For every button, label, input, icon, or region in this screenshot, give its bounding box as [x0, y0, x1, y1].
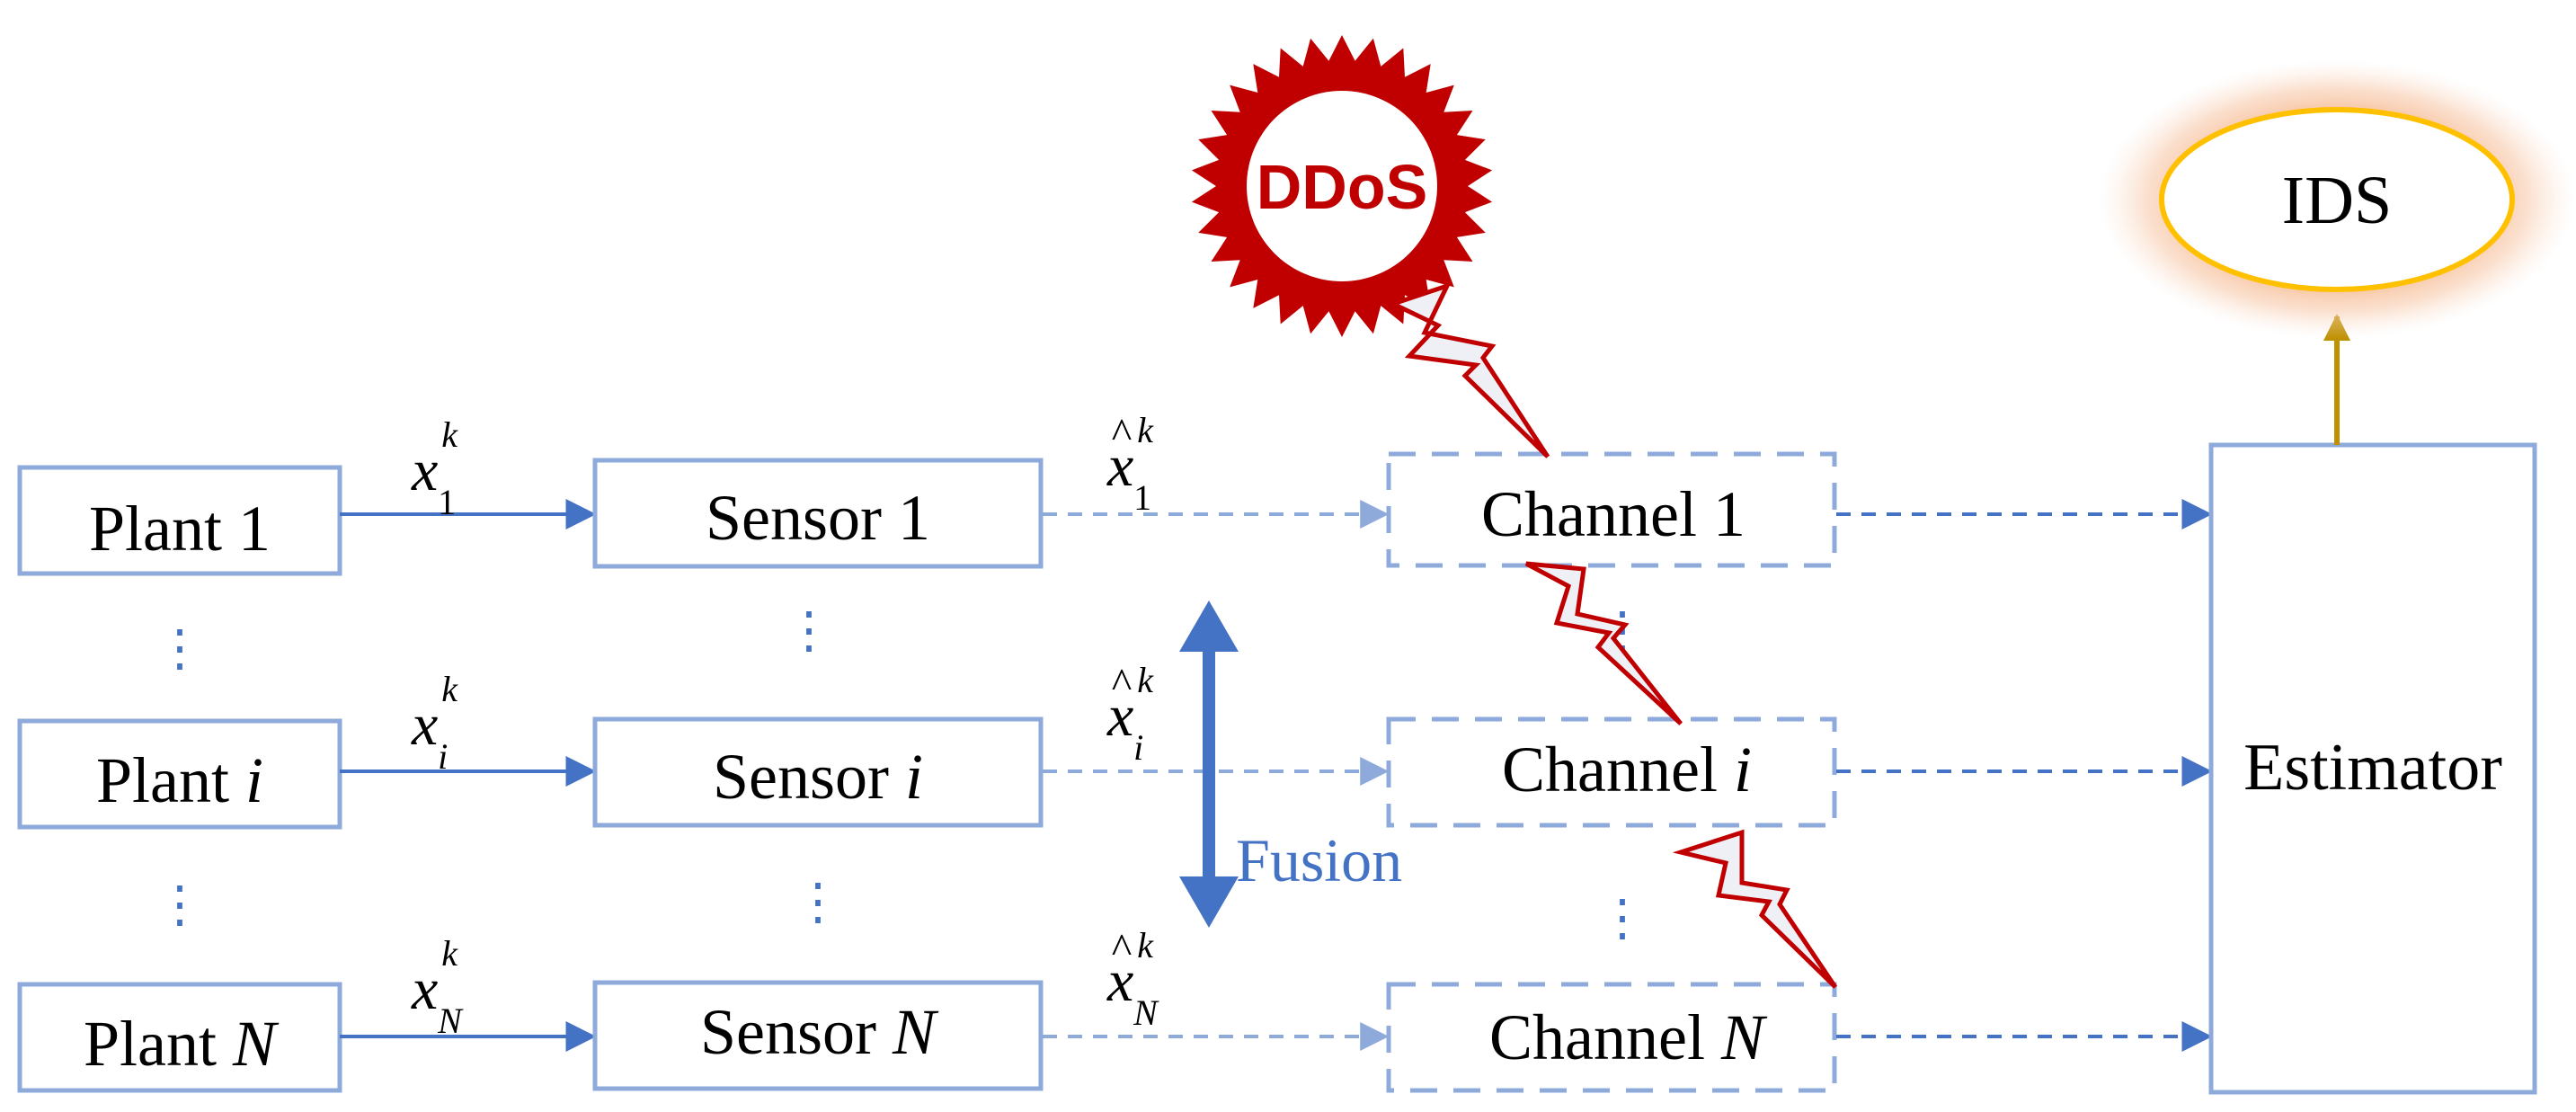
- plant-i-index: i: [245, 744, 263, 816]
- sensor-1-label: Sensor: [706, 482, 898, 554]
- plant-ellipsis-lower: ⋮: [155, 877, 205, 933]
- fusion-label: Fusion: [1236, 826, 1402, 894]
- svg-text:Plant N: Plant N: [84, 1008, 280, 1080]
- estimate-hat-i: ^: [1112, 660, 1133, 707]
- ids-node: IDS: [2099, 60, 2575, 339]
- plant-1-label: Plant: [89, 493, 238, 565]
- sensor-n-box: Sensor N: [592, 980, 1044, 1091]
- plant-ellipsis-upper: ⋮: [155, 621, 205, 677]
- sensor-i-index: i: [905, 741, 923, 813]
- plant-1-box: Plant 1: [17, 465, 342, 576]
- ddos-label: DDoS: [1257, 152, 1428, 222]
- sensor-i-box: Sensor i: [592, 716, 1044, 828]
- channel-i-label: Channel: [1502, 734, 1734, 805]
- lightning-bolt-channel-i-to-channel-n: [1672, 829, 1838, 989]
- sensor-1-index: 1: [898, 482, 930, 554]
- estimate-hat-n: ^: [1112, 925, 1133, 973]
- lightning-bolt-channel-1-to-channel-i: [1524, 561, 1683, 725]
- plant-n-label: Plant: [84, 1008, 233, 1080]
- plant-n-box: Plant N: [17, 982, 342, 1093]
- sensor-ellipsis-lower: ⋮: [793, 875, 843, 930]
- sensor-1-box: Sensor 1: [592, 458, 1044, 569]
- channel-1-label: Channel: [1481, 478, 1713, 550]
- estimate-hat-1: ^: [1112, 410, 1133, 458]
- channel-1-index: 1: [1713, 478, 1745, 550]
- channel-n-label: Channel: [1489, 1001, 1721, 1073]
- svg-text:Sensor N: Sensor N: [700, 996, 939, 1068]
- svg-text:Sensor 1: Sensor 1: [706, 482, 930, 554]
- sensor-ellipsis-upper: ⋮: [784, 603, 834, 659]
- plant-n-index: N: [232, 1008, 280, 1080]
- channel-1-box: Channel 1: [1386, 451, 1837, 568]
- ids-label: IDS: [2282, 163, 2392, 238]
- plant-1-index: 1: [238, 493, 271, 565]
- svg-text:Channel N: Channel N: [1489, 1001, 1768, 1073]
- svg-text:Channel i: Channel i: [1502, 734, 1752, 805]
- plant-i-label: Plant: [96, 744, 245, 816]
- channel-n-box: Channel N: [1386, 982, 1837, 1093]
- channel-i-box: Channel i: [1386, 716, 1837, 828]
- channel-i-index: i: [1734, 734, 1752, 805]
- sensor-i-label: Sensor: [713, 741, 905, 813]
- svg-text:Plant 1: Plant 1: [89, 493, 271, 565]
- lightning-bolt-ddos-to-channel-1: [1387, 281, 1550, 458]
- channel-ellipsis-lower: ⋮: [1597, 891, 1648, 947]
- ddos-starburst: DDoS: [1191, 35, 1493, 337]
- svg-text:Sensor i: Sensor i: [713, 741, 923, 813]
- plant-i-box: Plant i: [17, 718, 342, 830]
- estimator-box: Estimator: [2208, 442, 2537, 1095]
- fusion-double-arrow: [1179, 600, 1239, 928]
- svg-text:Channel 1: Channel 1: [1481, 478, 1745, 550]
- sensor-n-label: Sensor: [700, 996, 893, 1068]
- estimator-label: Estimator: [2243, 731, 2502, 805]
- svg-text:Plant i: Plant i: [96, 744, 263, 816]
- channel-n-index: N: [1720, 1001, 1768, 1073]
- sensor-n-index: N: [892, 996, 939, 1068]
